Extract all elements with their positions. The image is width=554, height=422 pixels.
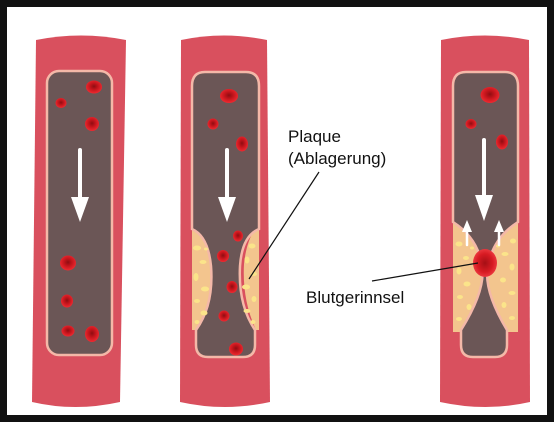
blood-cell bbox=[219, 311, 230, 322]
vessel-healthy bbox=[32, 36, 126, 408]
blood-cell bbox=[60, 256, 76, 271]
blood-cell bbox=[85, 326, 99, 342]
plaque-label-line1: Plaque bbox=[288, 127, 341, 146]
blood-cell bbox=[85, 117, 99, 131]
blood-cell bbox=[217, 250, 229, 262]
plaque-annotation: Plaque (Ablagerung) bbox=[249, 127, 386, 279]
blood-cell bbox=[236, 137, 248, 152]
blood-cell bbox=[220, 89, 238, 103]
vessel-plaque bbox=[180, 36, 270, 408]
blood-cell bbox=[61, 295, 73, 308]
plaque-label-line2: (Ablagerung) bbox=[288, 149, 386, 168]
blood-cell bbox=[229, 343, 243, 356]
clot-label: Blutgerinnsel bbox=[306, 288, 404, 307]
blood-cell bbox=[227, 281, 238, 293]
blood-cell bbox=[208, 119, 219, 130]
blood-cell bbox=[56, 98, 67, 108]
blood-cell bbox=[466, 119, 477, 129]
blood-cell bbox=[496, 135, 508, 150]
vessel-clot bbox=[440, 36, 530, 408]
blood-cell bbox=[86, 81, 102, 94]
blood-cell bbox=[481, 87, 500, 103]
blood-cell bbox=[62, 326, 75, 337]
blood-cell bbox=[233, 231, 243, 242]
